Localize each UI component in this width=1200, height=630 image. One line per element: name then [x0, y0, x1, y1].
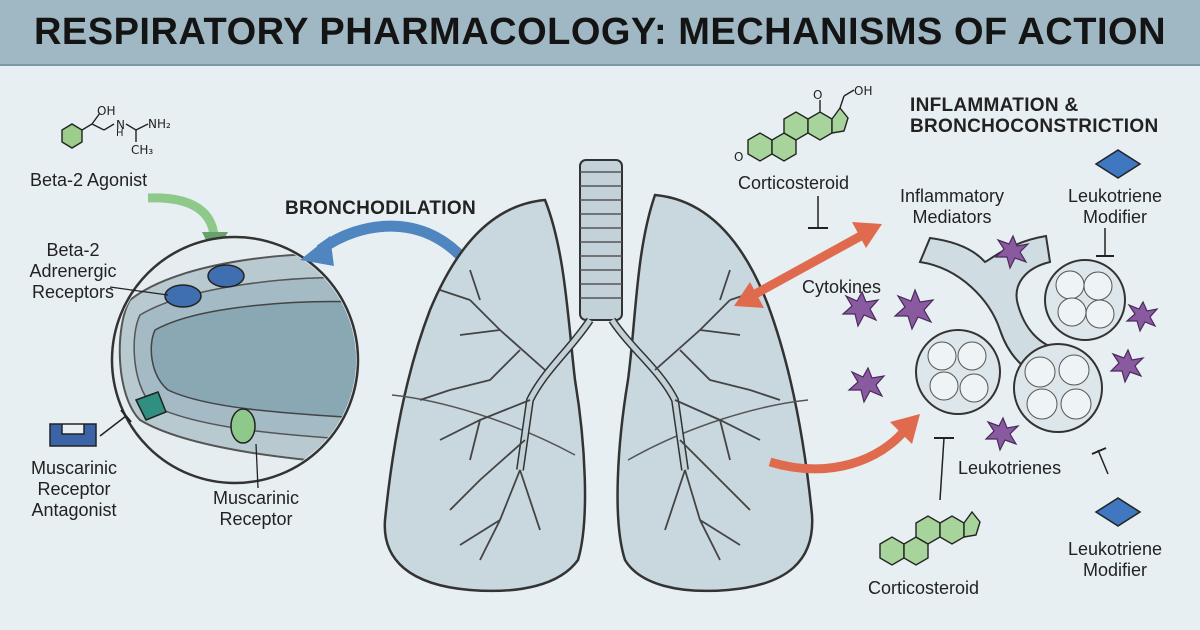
muscarinic-antagonist-icon: [49, 423, 97, 447]
beta2-agonist-molecule: [61, 112, 149, 149]
airway-cross-section: [110, 235, 360, 485]
beta2-receptors-line2: Adrenergic: [29, 261, 117, 281]
cytokines-label: Cytokines: [802, 277, 882, 297]
muscarinic-receptor-line2: Receptor: [219, 509, 293, 529]
bronchodilation-label: BRONCHODILATION: [285, 198, 476, 219]
leukotrienes-label: Leukotrienes: [958, 458, 1062, 478]
lungs: [383, 159, 814, 593]
chem-nh2: NH₂: [148, 117, 171, 131]
muscarinic-receptor-line1: Muscarinic: [212, 488, 300, 508]
title-bar: RESPIRATORY PHARMACOLOGY: MECHANISMS OF …: [0, 0, 1200, 66]
corticosteroid-molecule-top: [747, 89, 855, 162]
antagonist-on-receptor: [134, 391, 167, 421]
chem-ch3: CH₃: [131, 143, 154, 157]
alveoli-cluster-1: [1044, 259, 1126, 341]
leukotriene-modifier-top-label: Leukotriene Modifier: [1055, 186, 1175, 228]
chem-oh: OH: [97, 104, 116, 118]
bronchodilation-arrow: [300, 236, 334, 266]
chem-steroid-oh: OH: [854, 84, 873, 98]
beta2-agonist-label: Beta-2 Agonist: [30, 170, 148, 190]
beta2-receptors-line3: Receptors: [31, 282, 115, 302]
antagonist-line2: Receptor: [37, 479, 111, 499]
leukotriene-modifier-icon-top: [1094, 149, 1142, 179]
modifier-top-line1: Leukotriene: [1067, 186, 1163, 206]
modifier-bottom-line2: Modifier: [1082, 560, 1148, 580]
chem-h: H: [116, 128, 124, 139]
inflamed-airway: [915, 234, 1126, 433]
alveoli-cluster-2: [915, 329, 1001, 415]
inflammation-line2: BRONCHOCONSTRICTION: [910, 116, 1159, 137]
corticosteroid-top-label: Corticosteroid: [738, 173, 850, 193]
inflammation-arrow-bottom: [768, 427, 909, 474]
muscarinic-receptor-shape: [230, 408, 256, 444]
agonist-arrow: [147, 193, 219, 237]
inflammatory-mediators-label: Inflammatory Mediators: [892, 186, 1012, 228]
leukotriene-modifier-bottom-label: Leukotriene Modifier: [1055, 539, 1175, 581]
chem-n: N: [116, 118, 125, 132]
muscarinic-receptor-label: Muscarinic Receptor: [200, 488, 312, 530]
cytokine-particles: [841, 234, 1159, 452]
chem-steroid-o: O: [813, 88, 823, 102]
corticosteroid-bottom-label: Corticosteroid: [868, 578, 980, 598]
inflammation-line1: INFLAMMATION &: [910, 95, 1079, 116]
inflammation-heading: INFLAMMATION & BRONCHOCONSTRICTION: [910, 95, 1158, 137]
chem-steroid-ketone: O: [734, 150, 744, 164]
leukotriene-modifier-icon-bottom: [1094, 497, 1142, 527]
alveoli-cluster-3: [1013, 343, 1103, 433]
antagonist-line1: Muscarinic: [30, 458, 118, 478]
mediators-line1: Inflammatory: [899, 186, 1005, 206]
modifier-top-line2: Modifier: [1082, 207, 1148, 227]
beta2-receptors-line1: Beta-2: [46, 240, 100, 260]
beta2-receptor-2: [207, 264, 245, 288]
inflammation-arrow-double: [745, 228, 871, 302]
page-title: RESPIRATORY PHARMACOLOGY: MECHANISMS OF …: [33, 10, 1167, 53]
corticosteroid-molecule-bottom: [879, 510, 981, 566]
modifier-bottom-line1: Leukotriene: [1067, 539, 1163, 559]
beta2-receptors-label: Beta-2 Adrenergic Receptors: [18, 240, 128, 303]
mediators-line2: Mediators: [912, 207, 992, 227]
antagonist-line3: Antagonist: [31, 500, 117, 520]
beta2-receptor-1: [164, 284, 202, 308]
muscarinic-antagonist-label: Muscarinic Receptor Antagonist: [18, 458, 130, 521]
